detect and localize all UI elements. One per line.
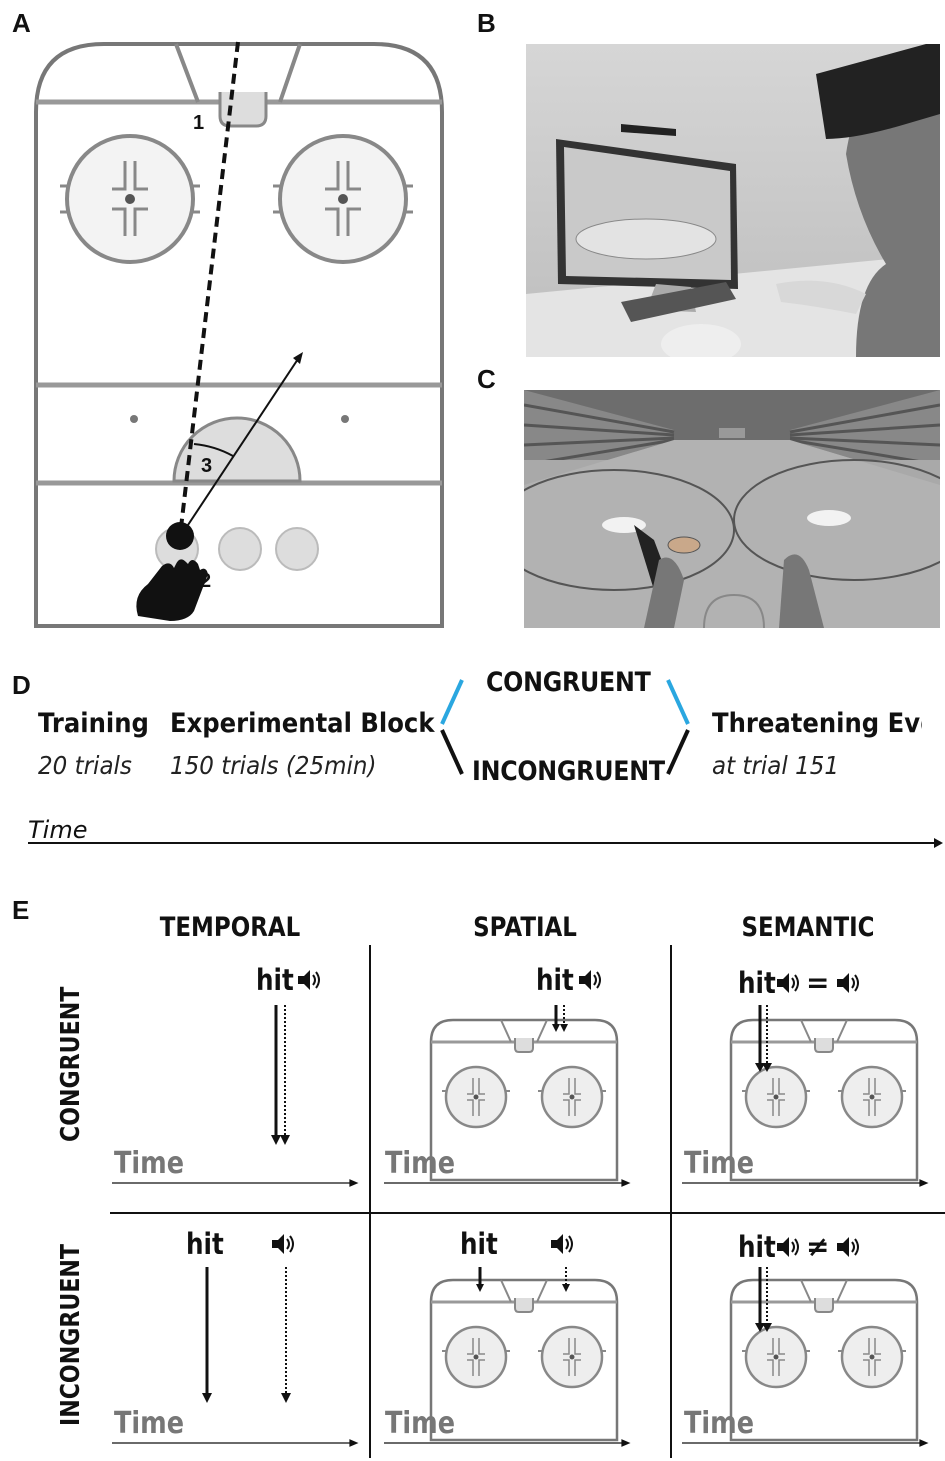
timeline-time-label: Time: [28, 816, 88, 844]
faceoff-dot-right: [341, 415, 349, 423]
experimental-block-subtitle: 150 trials (25min): [170, 751, 377, 780]
goal-net: [218, 92, 268, 128]
incongruent-branch-left: [440, 729, 464, 775]
faceoff-dot-left: [130, 415, 138, 423]
hit-label-spatial-incongruent: hit: [460, 1227, 498, 1261]
goal-crease: [174, 43, 302, 103]
hand-icon: [136, 559, 208, 621]
semantic-incongruent-arrows: [755, 1267, 772, 1332]
label-2: 2: [200, 570, 212, 592]
speaker-icon: [550, 1233, 573, 1255]
speaker-icon: [776, 1236, 799, 1258]
speaker-icon: [271, 1233, 294, 1255]
mini-rink-spatial-congruent: [429, 1018, 619, 1182]
target-line: [178, 41, 240, 537]
hit-label-temporal-incongruent: hit: [186, 1227, 224, 1261]
panel-label-b: B: [477, 8, 496, 38]
time-label-temporal-congruent: Time: [114, 1146, 185, 1181]
mini-rink-spatial-incongruent: [429, 1278, 619, 1442]
vr-headset: [816, 44, 940, 139]
label-3: 3: [201, 455, 213, 477]
time-axes: [112, 1179, 929, 1447]
panel-label-d: D: [12, 670, 31, 700]
column-temporal: TEMPORAL: [159, 912, 301, 943]
hit-label-spatial-congruent: hit: [536, 963, 574, 997]
time-label-semantic-congruent: Time: [684, 1146, 755, 1181]
column-semantic: SEMANTIC: [741, 912, 875, 943]
condition-grid: [110, 945, 945, 1458]
training-title: Training: [38, 708, 149, 739]
panel-label-a: A: [12, 8, 31, 38]
angle-arc: [193, 443, 234, 457]
hit-label-semantic-congruent: hit: [738, 966, 776, 1000]
threatening-event-subtitle: at trial 151: [712, 751, 839, 780]
time-label-spatial-congruent: Time: [385, 1146, 456, 1181]
incongruent-branch-right: [666, 729, 690, 775]
column-spatial: SPATIAL: [473, 912, 577, 943]
spatial-incongruent-arrows: [476, 1267, 570, 1292]
speaker-icon: [836, 972, 859, 994]
timeline-graphic: [28, 679, 943, 848]
shot-arrow-line: [181, 358, 299, 535]
temporal-incongruent-arrows: [202, 1267, 291, 1403]
experimental-block-title: Experimental Block: [170, 708, 435, 739]
incongruent-branch-label: INCONGRUENT: [472, 756, 665, 787]
shot-arrow-head: [293, 352, 303, 364]
time-label-spatial-incongruent: Time: [385, 1406, 456, 1441]
spatial-congruent-arrows: [552, 1005, 568, 1032]
equal-sign: =: [806, 966, 830, 999]
congruent-branch-label: CONGRUENT: [486, 667, 651, 698]
vr-view-image: [524, 390, 940, 628]
time-label-temporal-incongruent: Time: [114, 1406, 185, 1441]
not-equal-sign: ≠: [806, 1230, 830, 1263]
time-label-semantic-incongruent: Time: [684, 1406, 755, 1441]
faceoff-circle-left: [60, 134, 200, 264]
panel-label-c: C: [477, 364, 496, 394]
training-subtitle: 20 trials: [38, 751, 132, 780]
puck-shadow-2: [218, 527, 262, 571]
vr-setup-image: [526, 44, 940, 357]
hit-label-temporal-congruent: hit: [256, 963, 294, 997]
timeline-arrowhead: [934, 838, 943, 848]
speaker-icon: [578, 969, 601, 991]
puck: [166, 522, 194, 550]
panel-label-e: E: [12, 895, 30, 925]
semantic-congruent-arrows: [755, 1005, 772, 1072]
speaker-icon: [776, 972, 799, 994]
puck-shadow-3: [275, 527, 319, 571]
speaker-icon: [836, 1236, 859, 1258]
rink-diagram: [34, 41, 444, 628]
label-1: 1: [193, 112, 205, 134]
hit-label-semantic-incongruent: hit: [738, 1230, 776, 1264]
temporal-congruent-arrows: [271, 1005, 290, 1145]
keyboard: [621, 282, 736, 322]
congruent-branch-left: [440, 679, 464, 725]
congruent-branch-right: [666, 679, 690, 725]
speaker-icon: [297, 969, 320, 991]
faceoff-circle-right: [273, 134, 413, 264]
threatening-event-title: Threatening Event: [712, 708, 922, 739]
